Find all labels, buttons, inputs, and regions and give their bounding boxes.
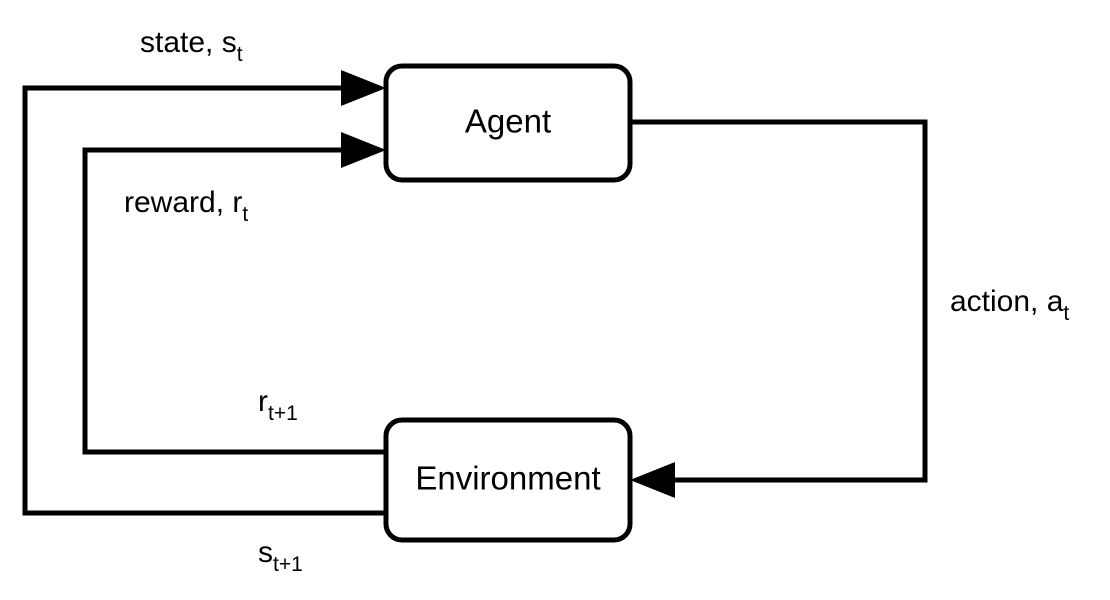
state-arrowhead-icon: [341, 70, 386, 106]
reward-feedback-path: [82, 147, 386, 455]
action-arrowhead-icon: [630, 462, 675, 498]
action-edge-label: action, at: [950, 285, 1069, 325]
environment-node[interactable]: [383, 417, 633, 543]
reward-next-edge-label-subscript: t+1: [268, 402, 298, 425]
state-feedback-path: [22, 85, 386, 516]
reward-arrowhead-icon: [341, 132, 386, 168]
environment-node-label: Environment: [415, 460, 600, 497]
action-edge-label-main: action, a: [950, 285, 1064, 318]
state-next-edge-label-main: s: [258, 536, 273, 569]
action-edge-label-subscript: t: [1063, 302, 1069, 325]
reward-edge-label-subscript: t: [242, 203, 248, 226]
state-next-edge-label: st+1: [258, 536, 303, 576]
agent-node[interactable]: [383, 63, 633, 183]
state-next-edge-label-subscript: t+1: [273, 553, 303, 576]
reward-edge-label-main: reward, r: [124, 186, 242, 219]
reward-edge-label: reward, rt: [124, 186, 248, 226]
action-path: [630, 119, 928, 483]
reward-next-edge-label-main: r: [258, 385, 268, 418]
reward-next-edge-label: rt+1: [258, 385, 298, 425]
agent-node-label: Agent: [465, 103, 551, 140]
state-edge-label: state, st: [140, 26, 243, 66]
state-edge-label-main: state, s: [140, 26, 237, 59]
state-edge-label-subscript: t: [237, 43, 243, 66]
